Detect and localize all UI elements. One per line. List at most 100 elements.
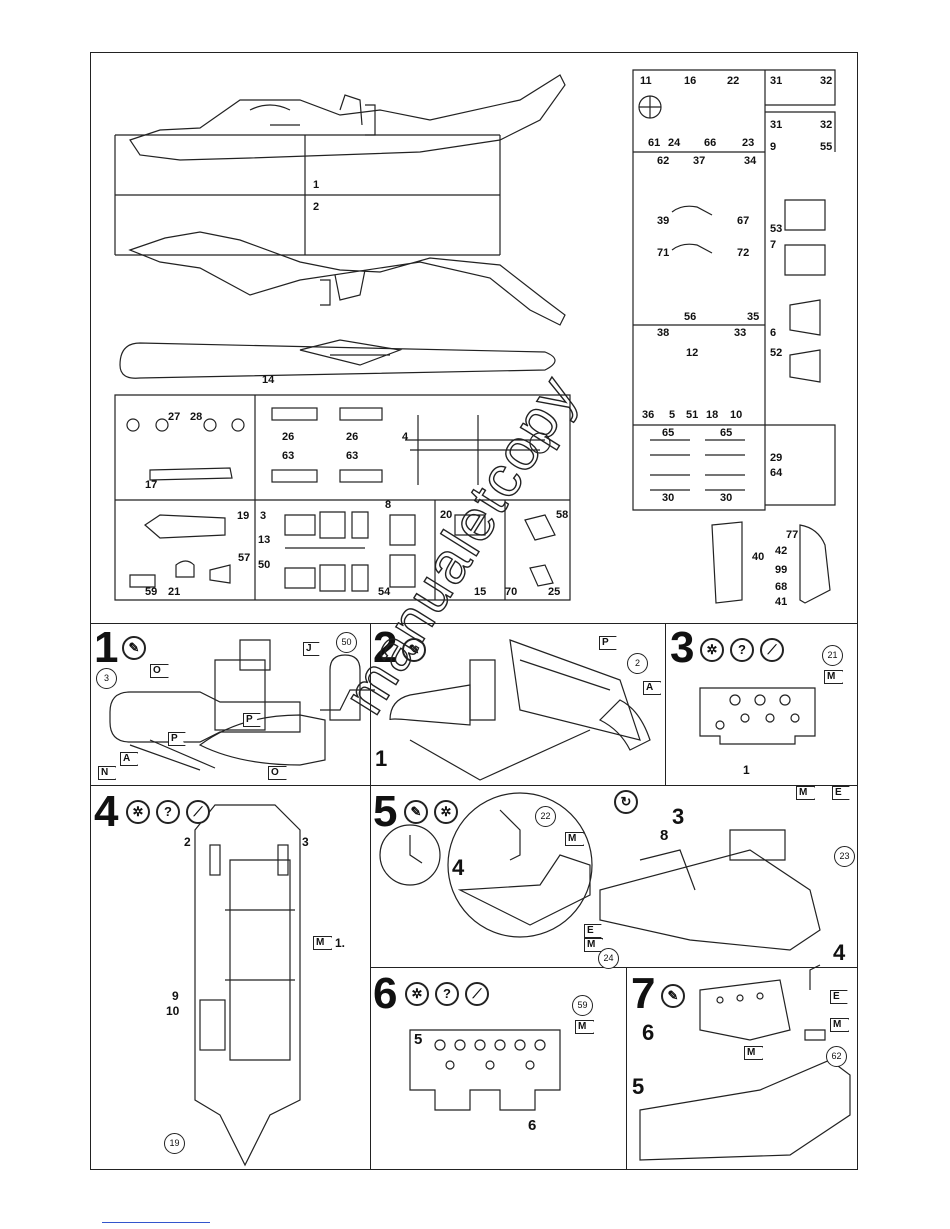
sprue-fuselage bbox=[114, 74, 566, 326]
part-label: 40 bbox=[752, 551, 765, 563]
no-glue-icon: ✲ bbox=[405, 982, 429, 1006]
part-callout: 59 bbox=[572, 995, 593, 1016]
no-glue-icon: ✲ bbox=[434, 800, 458, 824]
part-label: 64 bbox=[770, 467, 783, 479]
part-label: 38 bbox=[657, 327, 670, 339]
part-label: 7 bbox=[770, 239, 777, 251]
step-number: 4 bbox=[94, 787, 119, 836]
paint-ref-flag: O bbox=[268, 766, 287, 780]
part-label: 39 bbox=[657, 215, 670, 227]
part-label: 19 bbox=[237, 510, 250, 522]
part-number: 1. bbox=[335, 936, 346, 950]
step-number: 5 bbox=[373, 787, 398, 836]
question-icon: ? bbox=[435, 982, 459, 1006]
part-label: 31 bbox=[770, 75, 783, 87]
part-label: 6 bbox=[770, 327, 777, 339]
part-label: 23 bbox=[742, 137, 755, 149]
canopy-windows bbox=[711, 521, 831, 604]
part-label: 27 bbox=[168, 411, 181, 423]
footer-link-underline[interactable] bbox=[102, 1222, 210, 1223]
cement-tube-icon: ✎ bbox=[122, 636, 146, 660]
divider-s1-s2 bbox=[370, 623, 371, 1169]
part-label: 26 bbox=[346, 431, 359, 443]
part-label: 16 bbox=[684, 75, 697, 87]
part-label: 99 bbox=[775, 564, 788, 576]
step-number: 2 bbox=[373, 623, 398, 672]
step4-tub-drawing bbox=[194, 804, 301, 1167]
cement-tube-icon: ✎ bbox=[404, 800, 428, 824]
no-glue-icon: ✲ bbox=[700, 638, 724, 662]
part-label: 29 bbox=[770, 452, 783, 464]
divider-row2 bbox=[91, 785, 857, 786]
part-label: 8 bbox=[385, 499, 392, 511]
part-label: 32 bbox=[820, 119, 833, 131]
part-label: 52 bbox=[770, 347, 783, 359]
part-label: 68 bbox=[775, 581, 788, 593]
part-label: 57 bbox=[238, 552, 251, 564]
part-label: 24 bbox=[668, 137, 681, 149]
part-label: 51 bbox=[686, 409, 699, 421]
part-label: 12 bbox=[686, 347, 699, 359]
part-number: 6 bbox=[642, 1020, 655, 1045]
brush-icon: ⟋ bbox=[760, 638, 784, 662]
part-callout: 21 bbox=[822, 645, 843, 666]
part-label: 20 bbox=[440, 509, 453, 521]
part-label: 34 bbox=[744, 155, 757, 167]
part-callout: 23 bbox=[834, 846, 855, 867]
part-label: 25 bbox=[548, 586, 561, 598]
part-label: 56 bbox=[684, 311, 697, 323]
part-number: 4 bbox=[833, 940, 846, 965]
part-label: 54 bbox=[378, 586, 391, 598]
paint-ref-flag: M bbox=[565, 832, 585, 846]
part-label: 70 bbox=[505, 586, 518, 598]
part-number: 3 bbox=[672, 804, 685, 829]
part-label: 18 bbox=[706, 409, 719, 421]
part-label: 30 bbox=[662, 492, 675, 504]
part-callout: 24 bbox=[598, 948, 619, 969]
part-label: 77 bbox=[786, 529, 799, 541]
part-label: 63 bbox=[346, 450, 359, 462]
part-label: 32 bbox=[820, 75, 833, 87]
part-label: 30 bbox=[720, 492, 733, 504]
part-label: 35 bbox=[747, 311, 760, 323]
step3-panel-drawing bbox=[699, 687, 816, 745]
cement-tube-icon: ✎ bbox=[661, 984, 685, 1008]
step-number: 7 bbox=[631, 969, 656, 1018]
part-label: 31 bbox=[770, 119, 783, 131]
divider-s2-s3 bbox=[665, 623, 666, 785]
part-label: 65 bbox=[720, 427, 733, 439]
part-label: 2 bbox=[313, 201, 320, 213]
sprue-small-parts bbox=[632, 69, 836, 511]
part-number: 1 bbox=[375, 746, 388, 771]
part-label: 33 bbox=[734, 327, 747, 339]
step6-panel-drawing bbox=[409, 1029, 561, 1111]
part-label: 4 bbox=[402, 431, 409, 443]
part-label: 72 bbox=[737, 247, 750, 259]
part-label: 41 bbox=[775, 596, 788, 608]
part-label: 55 bbox=[820, 141, 833, 153]
part-number: 1 bbox=[743, 763, 750, 777]
divider-parts-steps bbox=[91, 623, 857, 624]
step-number: 3 bbox=[670, 623, 695, 672]
part-label: 14 bbox=[262, 374, 275, 386]
step1-drawing bbox=[109, 639, 375, 771]
part-label: 65 bbox=[662, 427, 675, 439]
part-callout: 19 bbox=[164, 1133, 185, 1154]
part-label: 71 bbox=[657, 247, 670, 259]
part-number: 3 bbox=[302, 835, 309, 849]
part-callout: 22 bbox=[535, 806, 556, 827]
part-label: 5 bbox=[669, 409, 676, 421]
brush-icon: ⟋ bbox=[465, 982, 489, 1006]
part-label: 66 bbox=[704, 137, 717, 149]
question-icon: ? bbox=[156, 800, 180, 824]
part-label: 63 bbox=[282, 450, 295, 462]
part-number: 5 bbox=[414, 1031, 423, 1048]
part-label: 53 bbox=[770, 223, 783, 235]
part-label: 26 bbox=[282, 431, 295, 443]
part-label: 28 bbox=[190, 411, 203, 423]
sprue-rotor-blades bbox=[114, 339, 571, 601]
part-label: 36 bbox=[642, 409, 655, 421]
part-label: 11 bbox=[640, 75, 652, 87]
rotate-icon: ↻ bbox=[614, 790, 638, 814]
